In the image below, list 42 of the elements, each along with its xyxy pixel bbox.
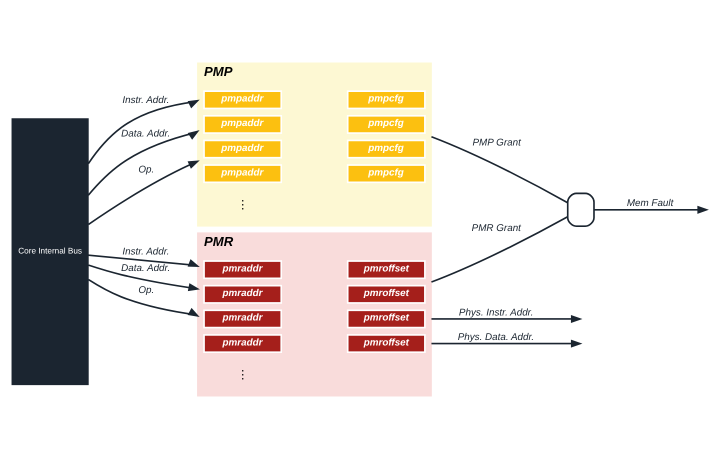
edge-label: Op. — [138, 284, 154, 296]
node-box: pmpaddr — [203, 139, 282, 158]
node-box: pmpaddr — [203, 114, 282, 134]
node-box: pmpcfg — [346, 90, 426, 109]
node-box: pmraddr — [203, 260, 282, 279]
edge-label: Mem Fault — [626, 198, 674, 209]
edge-label: Instr. Addr. — [122, 94, 170, 106]
edge-label: Phys. Instr. Addr. — [458, 306, 534, 318]
arrow — [88, 99, 200, 164]
edge-label: Data. Addr. — [121, 128, 170, 139]
node-box: pmpcfg — [346, 164, 426, 183]
node-box: pmroffset — [346, 309, 426, 328]
arrow — [431, 339, 582, 348]
node-box: pmraddr — [203, 334, 282, 353]
edge-label: PMP Grant — [472, 136, 521, 148]
label: ⋮ — [237, 198, 248, 210]
node-box: pmroffset — [346, 260, 426, 279]
node-box: pmpaddr — [203, 164, 282, 183]
node-box: pmraddr — [203, 284, 282, 304]
arrow — [88, 264, 200, 291]
node-box: pmpcfg — [346, 114, 426, 134]
node-gate — [566, 192, 595, 227]
connector — [431, 216, 568, 282]
node-box: pmpcfg — [346, 139, 426, 158]
node-box: pmroffset — [346, 334, 426, 353]
edge-label: Op. — [138, 164, 154, 176]
arrow — [431, 314, 582, 323]
node-box: pmpaddr — [203, 90, 282, 109]
arrow — [594, 205, 709, 214]
arrow — [88, 278, 200, 317]
edge-label: Instr. Addr. — [122, 246, 170, 258]
label: ⋮ — [237, 368, 248, 380]
arrow — [88, 130, 200, 196]
edge-label: Phys. Data. Addr. — [458, 331, 534, 342]
node-box: pmroffset — [346, 284, 426, 304]
node-box: pmraddr — [203, 309, 282, 328]
arrow — [88, 160, 200, 225]
edge-label: Data. Addr. — [121, 262, 170, 274]
node-box: Core Internal Bus — [12, 118, 89, 385]
connector — [431, 135, 568, 203]
edge-label: PMR Grant — [472, 222, 521, 234]
arrow — [88, 254, 200, 267]
